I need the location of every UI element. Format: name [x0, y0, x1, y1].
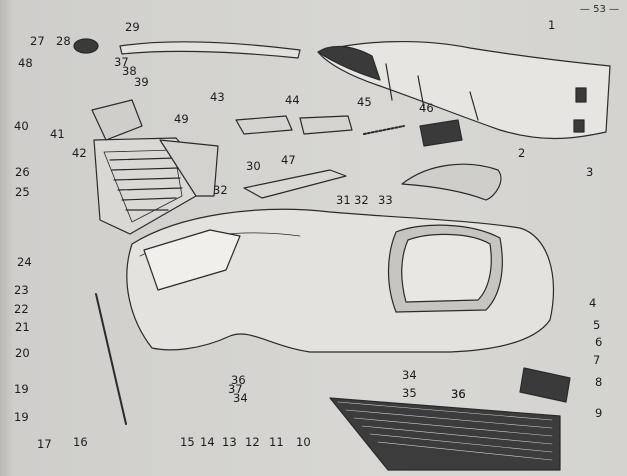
- callout-label: 45: [357, 95, 372, 109]
- callout-label: 35: [402, 386, 417, 400]
- callout-label: 27: [30, 34, 45, 48]
- callout-label: 47: [281, 153, 296, 167]
- callout-label: 49: [174, 112, 189, 126]
- callout-label: 34: [233, 391, 248, 405]
- callout-label: 2: [518, 146, 526, 160]
- callout-label: 24: [17, 255, 32, 269]
- callout-label: 29: [125, 20, 140, 34]
- callout-label: 37: [228, 382, 243, 396]
- callout-label: 43: [210, 90, 225, 104]
- callout-label: 46: [419, 101, 434, 115]
- callout-label: 16: [73, 435, 88, 449]
- callout-label: 15: [180, 435, 195, 449]
- callout-label: 6: [595, 335, 603, 349]
- callout-label: 11: [269, 435, 284, 449]
- callout-label: 12: [245, 435, 260, 449]
- callout-label: 33: [378, 193, 393, 207]
- callout-label: 36: [451, 387, 466, 401]
- callout-label: 13: [222, 435, 237, 449]
- callout-label: 36: [451, 387, 466, 401]
- callout-label: 40: [14, 119, 29, 133]
- callout-label: 38: [122, 64, 137, 78]
- callout-label: 3: [586, 165, 594, 179]
- callout-label: 14: [200, 435, 215, 449]
- page-number: — 53 —: [579, 4, 619, 15]
- callout-label: 21: [15, 320, 30, 334]
- callout-label: 34: [402, 368, 417, 382]
- callout-label: 42: [72, 146, 87, 160]
- callout-label: 1: [548, 18, 556, 32]
- callout-label: 44: [285, 93, 300, 107]
- callout-label: 7: [593, 353, 601, 367]
- callout-label: 20: [15, 346, 30, 360]
- callout-label: 4: [589, 296, 597, 310]
- callout-label: 23: [14, 283, 29, 297]
- callout-label: 19: [14, 382, 29, 396]
- callout-label: 25: [15, 185, 30, 199]
- callout-label: 31: [336, 193, 351, 207]
- callout-label: 48: [18, 56, 33, 70]
- callout-label: 5: [593, 318, 601, 332]
- callout-label: 32: [354, 193, 369, 207]
- callout-label: 32: [213, 183, 228, 197]
- callout-label: 17: [37, 437, 52, 451]
- callout-label: 37: [114, 55, 129, 69]
- callout-label: 36: [231, 373, 246, 387]
- callout-label: 26: [15, 165, 30, 179]
- callout-label: 28: [56, 34, 71, 48]
- callout-label: 10: [296, 435, 311, 449]
- callout-label: 41: [50, 127, 65, 141]
- callout-label: 22: [14, 302, 29, 316]
- callout-label: 30: [246, 159, 261, 173]
- callout-label: 39: [134, 75, 149, 89]
- callout-label: 19: [14, 410, 29, 424]
- callout-label: 9: [595, 406, 603, 420]
- callout-label: 8: [595, 375, 603, 389]
